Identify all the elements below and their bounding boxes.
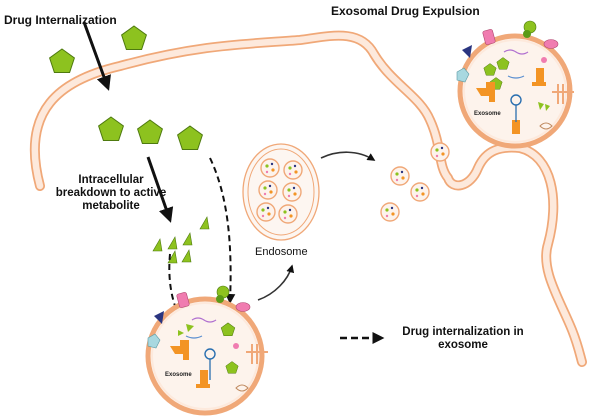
legend-line-2: exosome [438,339,488,351]
endosome [242,143,320,241]
endosome-label: Endosome [255,246,308,258]
legend-line-1: Drug internalization in [402,326,524,338]
exosome-bottom [145,285,268,416]
exosome-top-right [456,20,574,149]
metabolite-triangle-icon [167,236,178,250]
solid-arrows [82,21,376,301]
intracellular-line-3: metabolite [82,200,140,212]
internalized-drug-icons [98,116,203,150]
exosome-label-top: Exosome [474,111,501,117]
drug-pentagon-icon [137,119,163,144]
metabolite-triangle-icon [152,238,163,252]
legend-label: Drug internalization in exosome [388,326,538,352]
exosomal-expulsion-label: Exosomal Drug Expulsion [331,4,480,18]
intracellular-line-2: breakdown to active [55,187,167,199]
metabolite-triangle-icon [199,216,210,230]
drug-pentagon-icon [49,48,75,73]
drug-pentagon-icon [177,125,203,150]
drug-pentagon-icon [98,116,124,141]
metabolite-triangle-icon [181,249,192,263]
drug-internalization-label: Drug Internalization [4,13,117,27]
active-metabolite-icons [152,216,210,264]
intracellular-line-1: Intracellular [78,174,144,186]
released-exosomes [380,142,450,222]
intracellular-breakdown-label: Intracellular breakdown to active metabo… [46,174,176,213]
exosome-label-bottom: Exosome [165,372,192,378]
drug-pentagon-icon [121,25,147,50]
metabolite-triangle-icon [182,232,193,246]
